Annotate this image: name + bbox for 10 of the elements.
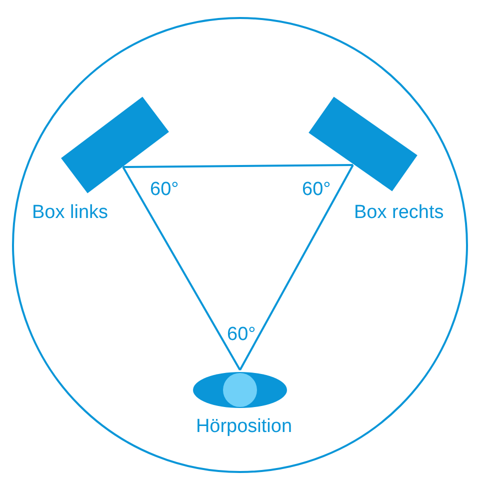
angle-label: 60°	[302, 179, 331, 201]
angle-label: 60°	[227, 324, 256, 346]
sight-line	[122, 166, 241, 370]
sight-line	[123, 164, 353, 168]
position-label: Hörposition	[194, 416, 294, 438]
position-label: Box rechts	[354, 202, 444, 224]
angle-label: 60°	[150, 179, 179, 201]
sight-line	[239, 164, 354, 370]
position-label: Box links	[32, 202, 108, 224]
room-circle	[12, 17, 468, 473]
